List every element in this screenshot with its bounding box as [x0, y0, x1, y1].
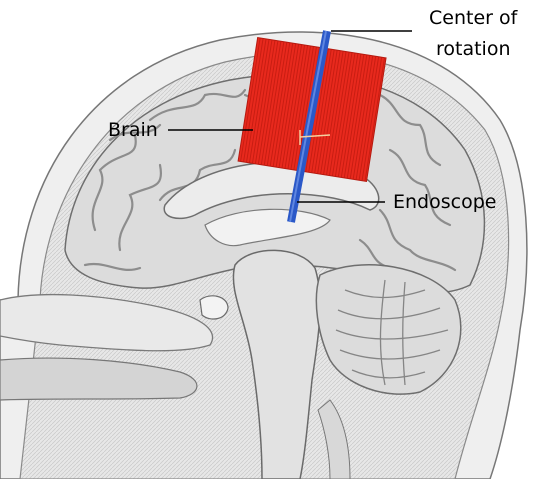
endoscope-label: Endoscope — [393, 191, 496, 213]
center-of-rotation-label-line2: rotation — [436, 38, 511, 60]
brain-label: Brain — [108, 119, 158, 141]
center-of-rotation-label-line1: Center of — [429, 7, 519, 29]
pituitary — [200, 296, 228, 319]
